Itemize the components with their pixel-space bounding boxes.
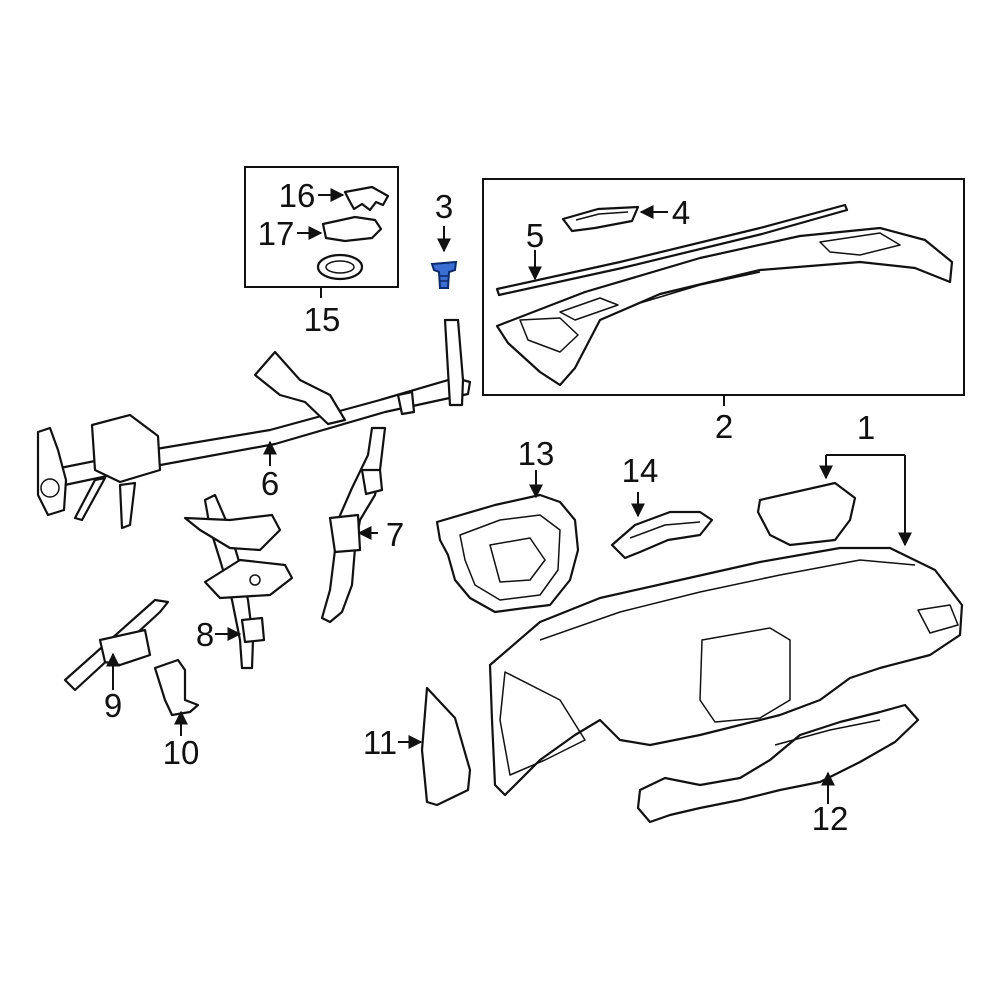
part-5-trim-strip[interactable] — [495, 203, 849, 297]
callout-4: 4 — [672, 194, 690, 231]
callout-7: 7 — [386, 516, 404, 553]
callout-3: 3 — [435, 188, 453, 225]
callout-2: 2 — [715, 408, 733, 445]
part-6-crossbeam[interactable] — [36, 318, 472, 530]
part-14-bracket[interactable] — [610, 492, 714, 560]
callout-1: 1 — [857, 409, 875, 446]
part-4-vent-panel[interactable] — [561, 205, 668, 233]
callout-10: 10 — [163, 734, 200, 771]
callout-12: 12 — [812, 800, 849, 837]
callout-labels: 1 2 3 4 5 6 7 8 9 10 11 12 13 14 15 16 1… — [104, 177, 875, 837]
group-box-2 — [482, 178, 965, 406]
part-17-clip[interactable] — [297, 215, 383, 243]
part-10-bracket[interactable] — [153, 658, 200, 736]
part-3-fastener[interactable] — [430, 226, 458, 289]
part-grommet[interactable] — [316, 253, 364, 281]
part-16-clip[interactable] — [318, 185, 390, 212]
part-8-bracket[interactable] — [183, 493, 294, 670]
callout-5: 5 — [526, 217, 544, 254]
part-11-side-cover[interactable] — [398, 686, 472, 807]
callout-8: 8 — [196, 616, 214, 653]
part-7-brace[interactable] — [320, 426, 387, 624]
part-12-lower-bracket[interactable] — [636, 703, 920, 824]
callout-15: 15 — [304, 301, 341, 338]
kit-box-15 — [244, 166, 399, 298]
part-1-instrument-panel[interactable] — [488, 454, 964, 797]
callout-11: 11 — [363, 724, 397, 761]
part-2-upper-panel[interactable] — [495, 226, 954, 387]
part-13-bracket[interactable] — [435, 470, 580, 614]
callout-16: 16 — [279, 177, 316, 214]
callout-17: 17 — [258, 215, 295, 252]
callout-14: 14 — [622, 452, 659, 489]
callout-6: 6 — [261, 465, 279, 502]
callout-9: 9 — [104, 687, 122, 724]
callout-13: 13 — [518, 435, 555, 472]
part-9-bar[interactable] — [63, 598, 170, 692]
